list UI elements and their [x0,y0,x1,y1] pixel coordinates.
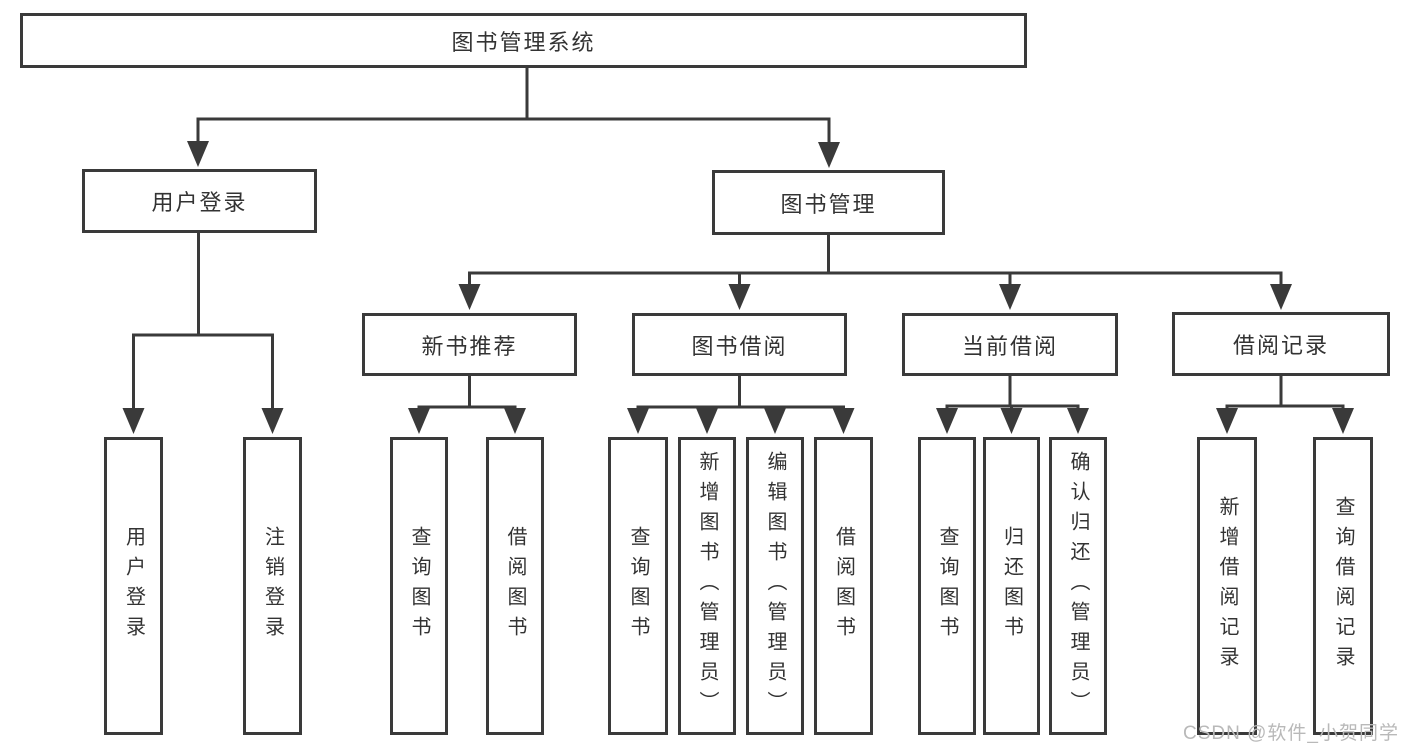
leaf-borrowing-edit-books-admin: 编辑图书（管理员） [746,437,804,735]
leaf-current-confirm-return-admin: 确认归还（管理员） [1049,437,1107,735]
leaf-records-query-borrow-record: 查询借阅记录 [1313,437,1373,735]
csdn-watermark: CSDN @软件_小贺同学 [1183,723,1399,744]
leaf-records-add-borrow-record: 新增借阅记录 [1197,437,1257,735]
leaf-logout: 注销登录 [243,437,302,735]
leaf-current-query-books: 查询图书 [918,437,976,735]
leaf-recommend-query-books: 查询图书 [390,437,448,735]
arrowheads [122,141,1354,434]
node-book-borrowing: 图书借阅 [632,313,847,376]
node-current-borrowing: 当前借阅 [902,313,1118,376]
node-root-library-management-system: 图书管理系统 [20,13,1027,68]
leaf-borrowing-add-books-admin: 新增图书（管理员） [678,437,736,735]
leaf-borrowing-borrow-books: 借阅图书 [814,437,873,735]
leaf-borrowing-query-books: 查询图书 [608,437,668,735]
node-user-login: 用户登录 [82,169,317,233]
leaf-recommend-borrow-books: 借阅图书 [486,437,544,735]
node-book-management: 图书管理 [712,170,945,235]
leaf-user-login: 用户登录 [104,437,163,735]
leaf-current-return-books: 归还图书 [983,437,1040,735]
node-borrow-records: 借阅记录 [1172,312,1390,376]
node-new-book-recommend: 新书推荐 [362,313,577,376]
